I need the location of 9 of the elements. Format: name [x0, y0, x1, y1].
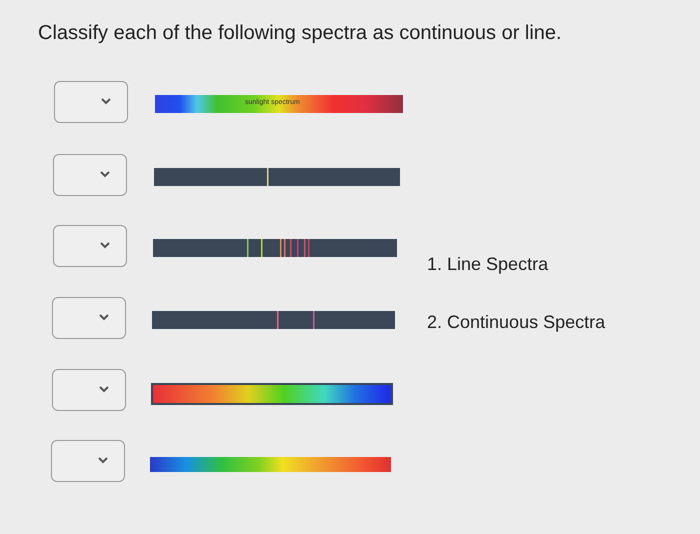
continuous-spectrum-bar: [151, 383, 393, 405]
line-spectrum-bar: [154, 168, 400, 186]
continuous-spectrum-bar: [150, 457, 391, 472]
continuous-spectrum-bar: [155, 95, 403, 113]
answer-option: 1. Line Spectra: [427, 254, 548, 275]
question-title: Classify each of the following spectra as continuous or line.: [38, 22, 562, 45]
line-spectrum-bar: [153, 239, 397, 257]
answer-option: 2. Continuous Spectra: [427, 312, 606, 333]
line-spectrum-bar: [152, 311, 395, 329]
